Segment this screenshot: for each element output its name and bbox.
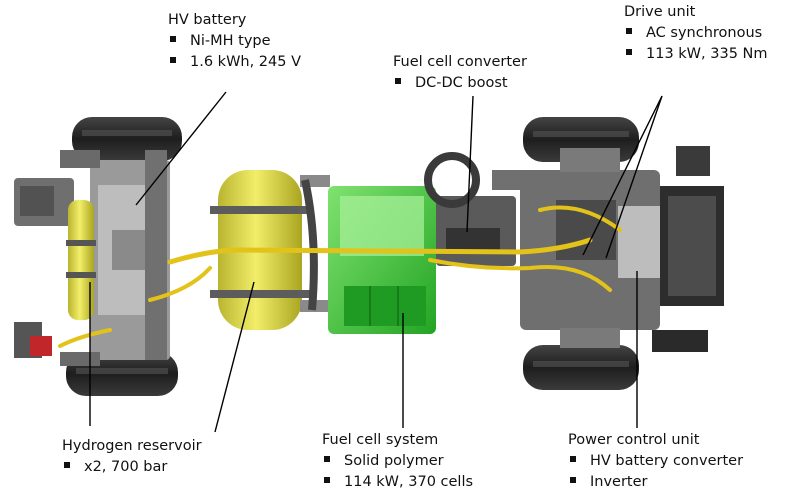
callout-fc-converter: Fuel cell converter DC-DC boost [393,52,527,94]
callout-title: HV battery [168,12,247,28]
hv-cable-harness [58,205,622,348]
callout-title: Power control unit [568,432,700,448]
leader-h2-reservoir-b [214,281,255,433]
rear-small-tank [66,200,96,320]
callout-bullet: AC synchronous [624,23,768,44]
rear-bracket [14,322,52,358]
front-bay [520,146,724,352]
callout-h2-reservoir: Hydrogen reservoir x2, 700 bar [62,436,202,478]
frame-hose [301,179,318,311]
leader-hv-battery [135,91,227,206]
callout-fc-system: Fuel cell system Solid polymer 114 kW, 3… [322,430,473,493]
callout-bullet: 114 kW, 370 cells [322,472,473,493]
callout-bullet: Ni-MH type [168,31,301,52]
fuel-cell-stack [328,186,436,334]
callout-title: Fuel cell system [322,432,439,448]
leader-lines [89,91,663,433]
callout-bullet: 1.6 kWh, 245 V [168,52,301,73]
callout-drive-unit: Drive unit AC synchronous 113 kW, 335 Nm [624,2,768,65]
leader-drive-unit-a [582,95,663,256]
callout-pcu: Power control unit HV battery converter … [568,430,743,493]
wheel-rear-right [523,345,639,390]
callout-bullet: Solid polymer [322,451,473,472]
callout-bullet: x2, 700 bar [62,457,202,478]
rear-subframe [14,150,170,366]
leader-fc-converter [466,95,474,233]
callout-bullet: 113 kW, 335 Nm [624,44,768,65]
leader-drive-unit-b [605,95,663,259]
callout-title: Drive unit [624,4,696,20]
callout-bullet: Inverter [568,472,743,493]
callout-title: Hydrogen reservoir [62,438,202,454]
callout-hv-battery: HV battery Ni-MH type 1.6 kWh, 245 V [168,10,301,73]
callout-bullet: DC-DC boost [393,73,527,94]
callout-bullet: HV battery converter [568,451,743,472]
fuel-cell-converter [424,152,532,266]
callout-title: Fuel cell converter [393,54,527,70]
